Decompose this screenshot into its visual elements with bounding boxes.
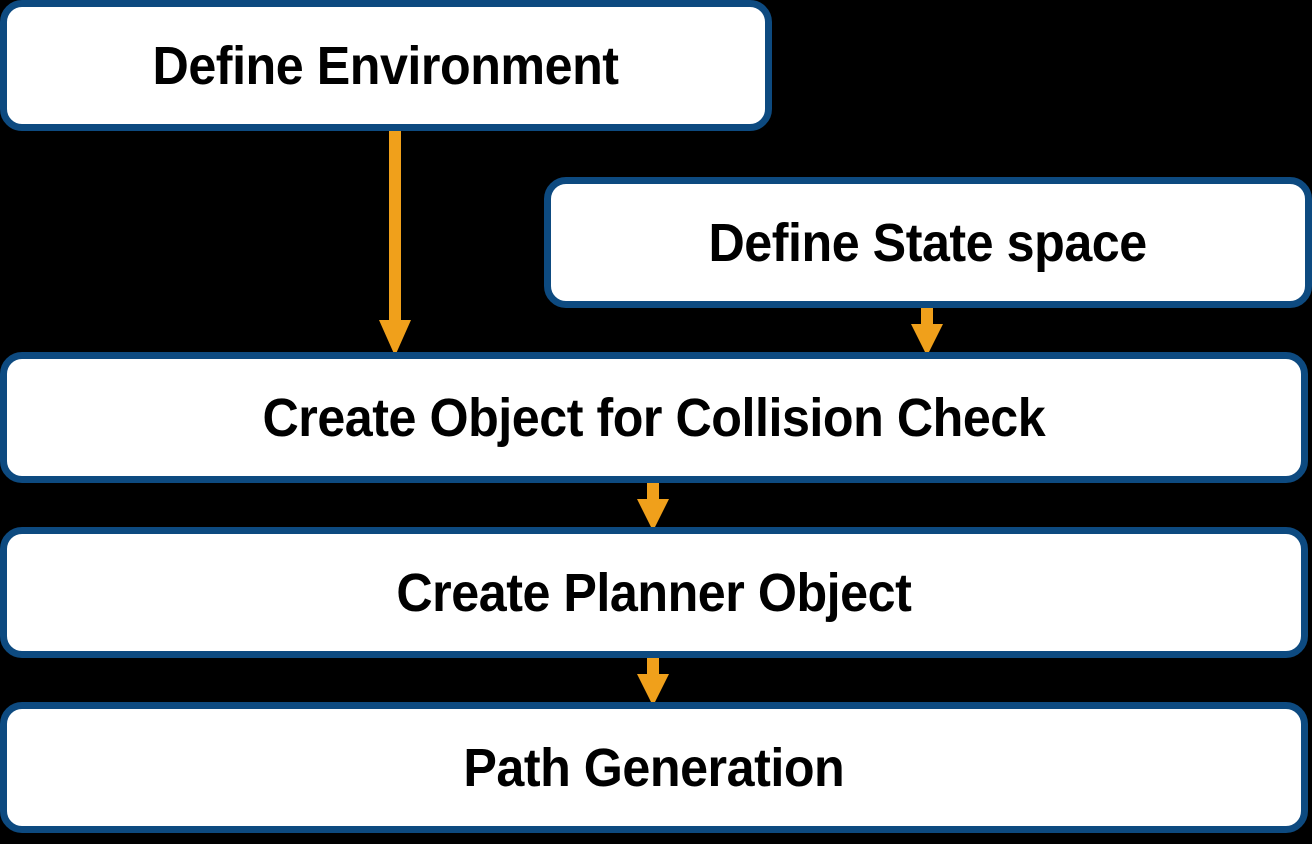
- node-label: Path Generation: [463, 737, 845, 798]
- node-label: Create Planner Object: [396, 562, 912, 623]
- node-label: Define State space: [708, 212, 1148, 273]
- arrow-state-space-to-collision: [911, 304, 943, 356]
- arrow-collision-to-planner: [637, 479, 669, 531]
- flowchart-node-define-state-space[interactable]: Define State space: [544, 177, 1312, 308]
- node-label: Create Object for Collision Check: [262, 387, 1046, 448]
- arrow-environment-to-collision: [379, 128, 411, 356]
- flowchart-node-create-object-for-collision-check[interactable]: Create Object for Collision Check: [0, 352, 1308, 483]
- flowchart-node-path-generation[interactable]: Path Generation: [0, 702, 1308, 833]
- arrow-planner-to-path: [637, 654, 669, 706]
- node-label: Define Environment: [152, 35, 619, 96]
- flowchart-node-create-planner-object[interactable]: Create Planner Object: [0, 527, 1308, 658]
- flowchart-node-define-environment[interactable]: Define Environment: [0, 0, 772, 131]
